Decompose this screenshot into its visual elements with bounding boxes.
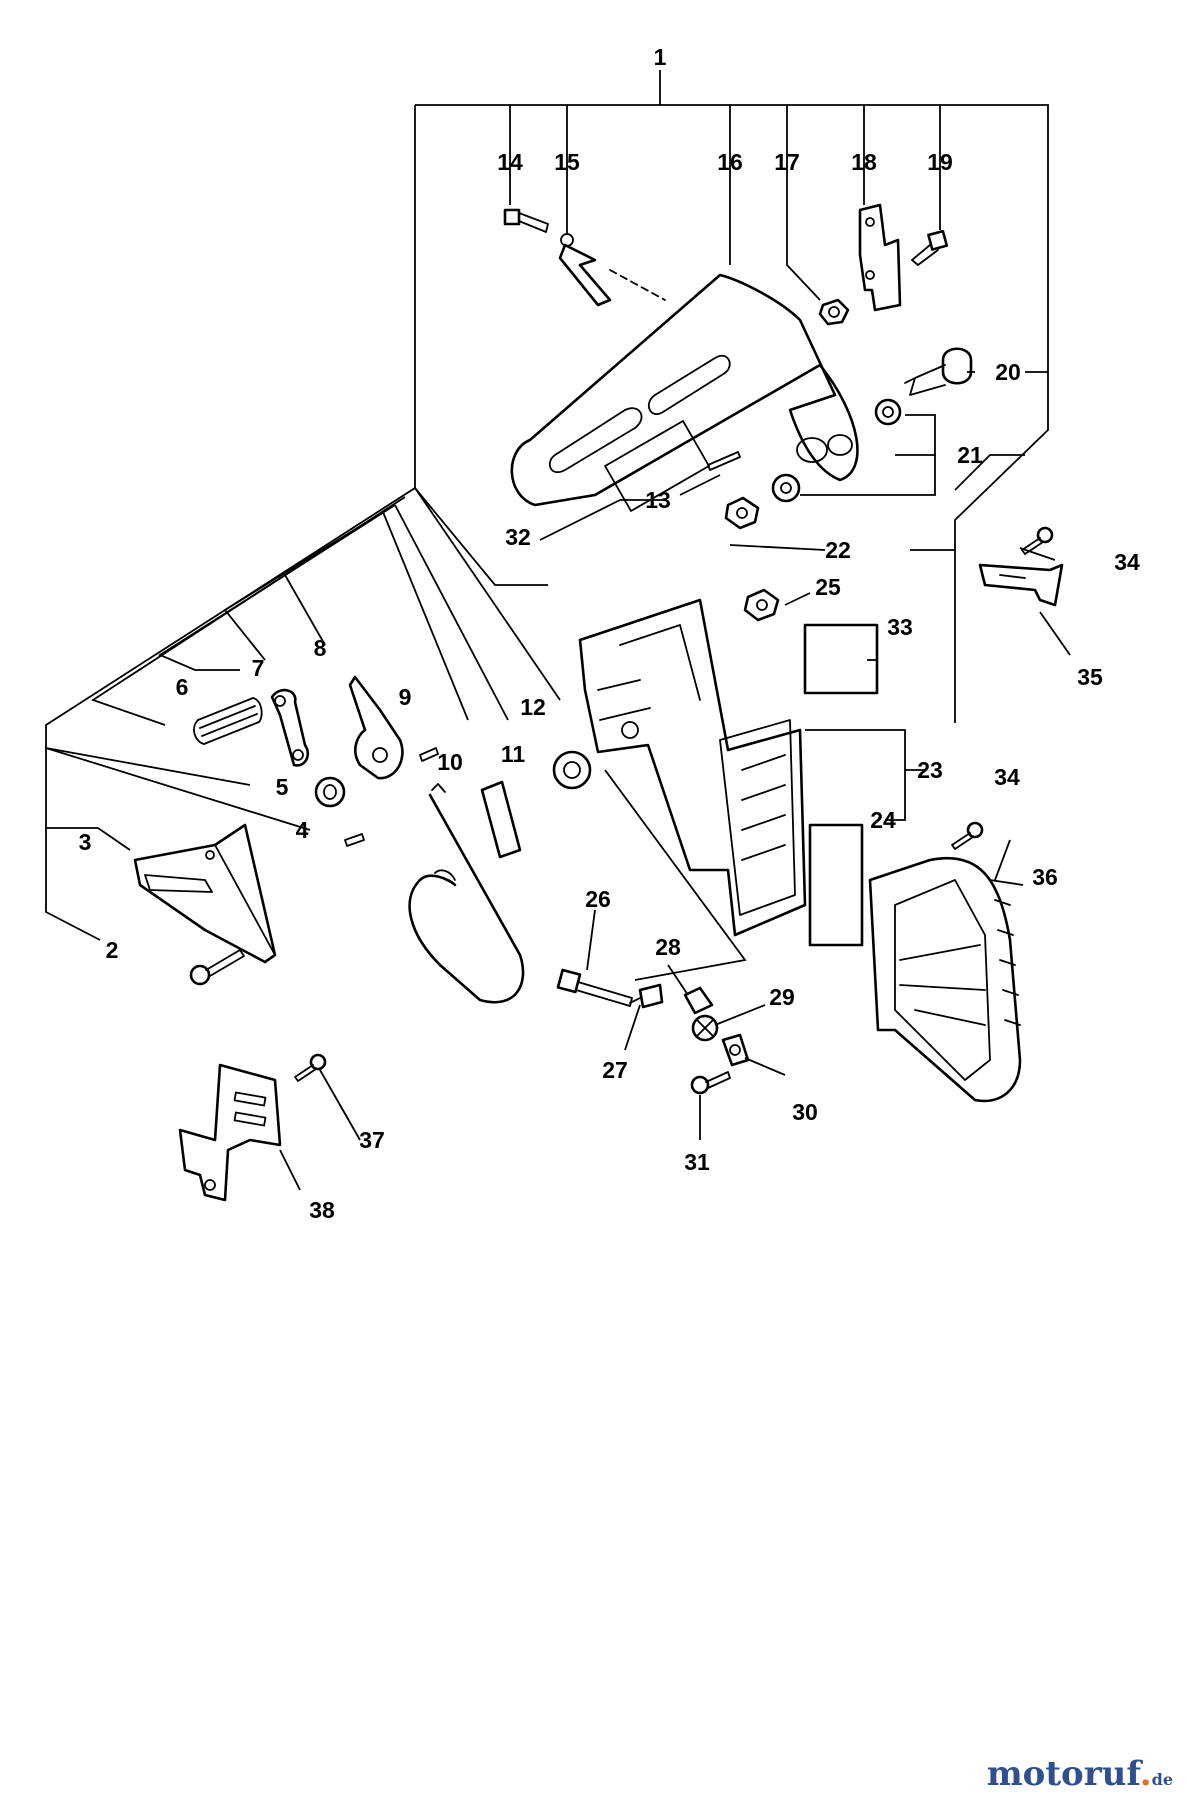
- callout-26: 26: [585, 886, 611, 912]
- label-24: [808, 823, 864, 947]
- part-leaders: [279, 175, 1071, 1191]
- callout-20: 20: [995, 359, 1021, 385]
- cover-plate-3: [133, 823, 277, 964]
- callout-18: 18: [851, 149, 877, 175]
- spring-6: [193, 697, 263, 745]
- gear-29: [691, 1014, 719, 1042]
- cushion-11: [480, 780, 522, 859]
- callout-10: 10: [437, 749, 463, 775]
- callout-19: 19: [927, 149, 953, 175]
- brake-lever-8: [348, 675, 404, 780]
- callout-38: 38: [309, 1197, 335, 1223]
- callout-6: 6: [176, 674, 189, 700]
- callout-34-top: 34: [1114, 549, 1140, 575]
- bar-guard-36: [868, 856, 1022, 1103]
- screw-37: [294, 1053, 327, 1082]
- callout-27: 27: [602, 1057, 628, 1083]
- callout-14: 14: [497, 149, 523, 175]
- callout-9: 9: [399, 684, 412, 710]
- screw-31: [690, 1071, 731, 1095]
- screw-2: [189, 949, 245, 986]
- callout-17: 17: [774, 149, 800, 175]
- callout-30: 30: [792, 1099, 818, 1125]
- callout-5: 5: [276, 774, 289, 800]
- nut-25: [743, 588, 780, 622]
- callout-21: 21: [957, 442, 983, 468]
- washers-21: [771, 398, 936, 503]
- screw-34-top: [1021, 526, 1054, 555]
- plate-30: [721, 1033, 750, 1067]
- collar-5: [314, 776, 346, 808]
- leader-lines: [45, 70, 1049, 941]
- callout-35: 35: [1077, 664, 1103, 690]
- adjuster-27: [629, 983, 664, 1009]
- callout-15: 15: [554, 149, 580, 175]
- callout-23: 23: [917, 757, 943, 783]
- watermark-logo: motoruf.de: [987, 1754, 1173, 1794]
- callout-4: 4: [296, 817, 309, 843]
- bolt-19: [911, 229, 949, 266]
- stud-bolt-20: [904, 347, 973, 396]
- callout-36: 36: [1032, 864, 1058, 890]
- callout-28: 28: [655, 934, 681, 960]
- callout-1: 1: [654, 44, 667, 70]
- sprocket-guard-23: [578, 598, 807, 937]
- watermark-main: motoruf: [986, 1754, 1140, 1794]
- callout-2: 2: [106, 937, 119, 963]
- nut-22: [724, 496, 760, 530]
- brake-band-10: [408, 783, 525, 1004]
- plate-35: [978, 563, 1064, 607]
- pin-9: [419, 747, 439, 762]
- callout-37: 37: [359, 1127, 385, 1153]
- callout-29: 29: [769, 984, 795, 1010]
- callout-7: 7: [252, 655, 265, 681]
- gear-28: [683, 986, 714, 1015]
- callout-13: 13: [645, 487, 671, 513]
- callout-24: 24: [870, 807, 896, 833]
- callout-12: 12: [520, 694, 546, 720]
- callout-11: 11: [501, 741, 526, 767]
- callout-31: 31: [684, 1149, 710, 1175]
- label-33: [803, 623, 879, 695]
- nut-17: [818, 298, 850, 326]
- callout-16: 16: [717, 149, 743, 175]
- pin-4: [344, 833, 365, 847]
- pin-13: [707, 451, 741, 471]
- plate-18: [858, 203, 902, 312]
- callout-3: 3: [79, 829, 92, 855]
- callout-34-lower: 34: [994, 764, 1020, 790]
- callout-labels: 1 2 3 4 5 6 7 8 9 10 11 12 13 14 15 16 1…: [79, 44, 1140, 1223]
- callout-33: 33: [887, 614, 913, 640]
- watermark-dot: .: [1139, 1754, 1152, 1794]
- watermark-tld: de: [1151, 1770, 1173, 1789]
- callout-25: 25: [815, 574, 841, 600]
- lever-7: [270, 688, 310, 767]
- callout-32: 32: [505, 524, 531, 550]
- clip-15: [558, 233, 666, 307]
- bushing-12: [552, 750, 592, 790]
- callout-22: 22: [825, 537, 851, 563]
- chain-cover-16: [510, 273, 859, 512]
- plate-38: [178, 1063, 282, 1202]
- bolt-26: [556, 968, 633, 1007]
- bolt-14: [503, 208, 549, 233]
- callout-8: 8: [314, 635, 327, 661]
- screw-34-lower: [951, 821, 984, 850]
